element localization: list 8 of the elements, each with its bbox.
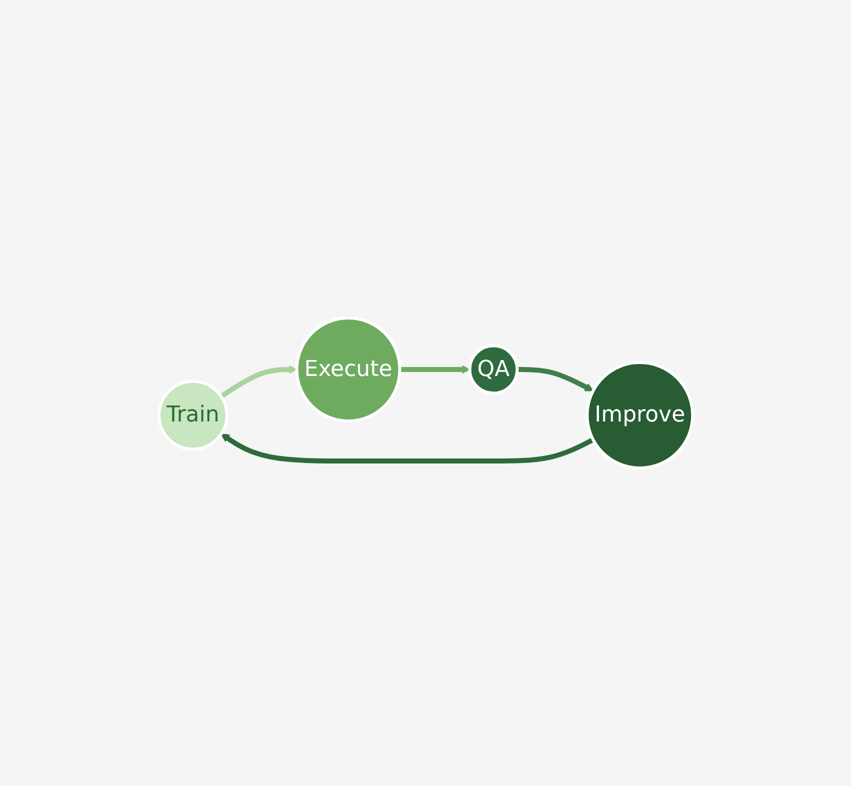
arrow — [399, 365, 470, 374]
node-circle: Train — [157, 380, 228, 451]
arrow — [516, 367, 594, 392]
node-circle: Improve — [585, 361, 694, 470]
node-circle: Execute — [294, 316, 401, 422]
arrow — [219, 365, 297, 399]
node-circle: QA — [468, 344, 518, 395]
arrow — [220, 434, 594, 464]
